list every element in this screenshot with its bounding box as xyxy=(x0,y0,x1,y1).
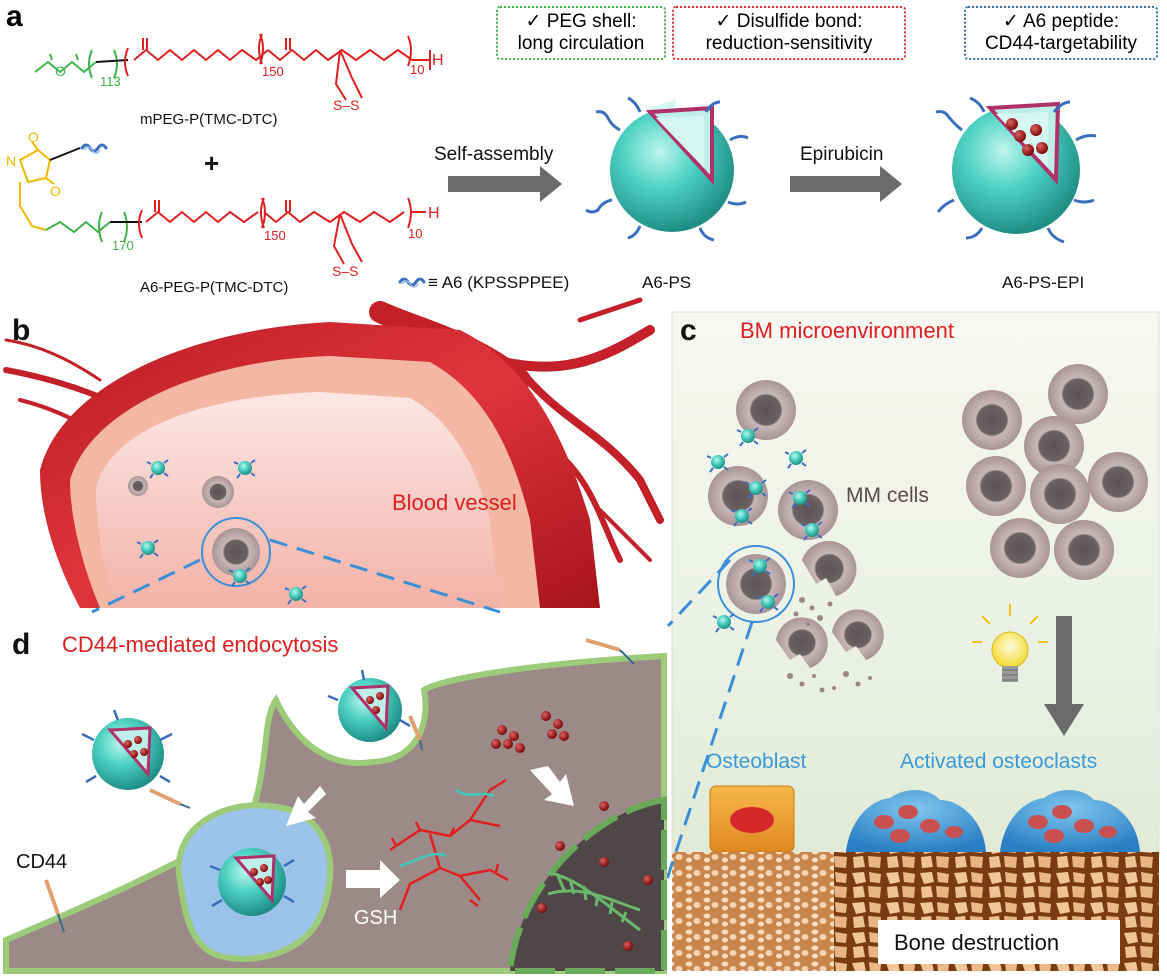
osteoblast-icon xyxy=(709,785,795,853)
panel-a-letter: a xyxy=(6,0,23,33)
feature-a6-line2: CD44-targetability xyxy=(984,33,1138,54)
polymer-2-name: A6-PEG-P(TMC-DTC) xyxy=(140,279,288,296)
plus-sign: + xyxy=(204,148,219,178)
self-assembly-label: Self-assembly xyxy=(434,144,554,165)
panel-a: a O 113 150 10 H S–S mPEG-P(TMC-DTC) + xyxy=(6,0,1097,296)
feature-a6-line1: ✓ A6 peptide: xyxy=(1002,11,1120,32)
zoom-line-b-right xyxy=(269,538,501,614)
vessel-lumen xyxy=(96,392,500,608)
osteoclast-1-icon xyxy=(846,789,986,852)
feature-disulfide-line2: reduction-sensitivity xyxy=(705,33,873,54)
feature-peg-line1: ✓ PEG shell: xyxy=(525,11,637,32)
polymer-1-name: mPEG-P(TMC-DTC) xyxy=(140,111,277,128)
polymer-1-n113: 113 xyxy=(100,74,121,89)
feature-peg-shell: ✓ PEG shell: long circulation xyxy=(496,6,666,60)
panel-b-letter: b xyxy=(12,314,30,347)
polymer-1-structure xyxy=(34,33,431,101)
feature-peg-line2: long circulation xyxy=(517,33,645,54)
process-arrows xyxy=(286,766,574,898)
polymer-2-peptide-icon xyxy=(80,143,108,155)
panel-c-letter: c xyxy=(680,314,697,347)
a6-legend: ≡ A6 (KPSSPPEE) xyxy=(428,273,569,292)
osteoclast-2-icon xyxy=(1000,789,1140,852)
osteoblast-label: Osteoblast xyxy=(706,750,807,773)
polymer-1-n150: 150 xyxy=(262,64,284,79)
a6-ps-micelle-icon xyxy=(585,96,749,242)
panel-c: c BM microenvironment xyxy=(662,311,1160,971)
panel-b: Blood vessel b xyxy=(3,297,664,614)
polymer-1-n10: 10 xyxy=(410,62,424,77)
vessel-target-cell xyxy=(201,517,271,587)
zoom-line-c-bottom xyxy=(662,621,754,889)
lightbulb-icon xyxy=(972,604,1048,682)
free-drug-cluster xyxy=(491,711,569,753)
epirubicin-arrow-icon xyxy=(790,166,902,202)
polymer-2-structure xyxy=(18,141,426,265)
panel-d: d CD44-mediated endocytosis CD44 GSH xyxy=(2,616,667,974)
osteoclasts-label: Activated osteoclasts xyxy=(900,750,1097,773)
self-assembly-arrow-icon xyxy=(448,166,562,202)
a6-ps-epi-label: A6-PS-EPI xyxy=(1002,273,1084,292)
polymer-2-ss: S–S xyxy=(332,263,358,279)
dna-icon xyxy=(547,870,641,932)
bone-destruction-label: Bone destruction xyxy=(894,930,1059,955)
endocytosis-title: CD44-mediated endocytosis xyxy=(62,632,338,657)
cd44-receptor-icon xyxy=(44,638,621,915)
polymer-1-ss: S–S xyxy=(333,97,359,113)
down-arrow-icon xyxy=(1044,616,1084,736)
degraded-polymer xyxy=(389,778,509,911)
polymer-2-n: N xyxy=(6,153,16,169)
vessel-rbc-2 xyxy=(202,476,234,508)
polymer-2-o-bottom: O xyxy=(50,183,61,199)
bone-destruction-box xyxy=(878,920,1120,964)
a6-ps-label: A6-PS xyxy=(642,273,691,292)
polymer-2-h: H xyxy=(428,205,440,222)
zoom-line-c-top xyxy=(666,558,732,628)
entering-micelle-icon xyxy=(327,669,411,742)
epirubicin-label: Epirubicin xyxy=(800,144,883,165)
cd44-label: CD44 xyxy=(16,851,67,873)
vessel-rbc-1 xyxy=(128,476,148,496)
mm-cells-apoptotic xyxy=(776,541,884,693)
gsh-label: GSH xyxy=(354,907,397,929)
mm-cells-targeted xyxy=(706,380,838,633)
a6-ps-epi-micelle-icon xyxy=(935,96,1097,244)
bone-healthy xyxy=(672,852,834,971)
feature-disulfide: ✓ Disulfide bond: reduction-sensitivity xyxy=(672,6,906,60)
mm-cells-label: MM cells xyxy=(846,484,929,507)
a6-legend-peptide-icon xyxy=(398,277,426,289)
panel-d-letter: d xyxy=(12,628,30,661)
zoom-line-b-left xyxy=(91,558,201,614)
polymer-2-n150: 150 xyxy=(264,228,286,243)
polymer-1-h: H xyxy=(432,52,444,69)
nucleus xyxy=(506,796,667,974)
feature-a6-peptide: ✓ A6 peptide: CD44-targetability xyxy=(964,6,1158,60)
blood-vessel-label: Blood vessel xyxy=(392,490,517,515)
outside-micelle-icon xyxy=(81,709,173,790)
feature-disulfide-line1: ✓ Disulfide bond: xyxy=(715,11,863,32)
nuclear-drug xyxy=(537,801,653,951)
polymer-2-o-top: O xyxy=(28,129,39,145)
endosome-micelle-icon xyxy=(209,848,295,916)
polymer-1-o1: O xyxy=(55,63,66,79)
polymer-2-n170: 170 xyxy=(112,238,134,253)
bm-title: BM microenvironment xyxy=(740,318,954,343)
polymer-2-n10: 10 xyxy=(408,226,422,241)
